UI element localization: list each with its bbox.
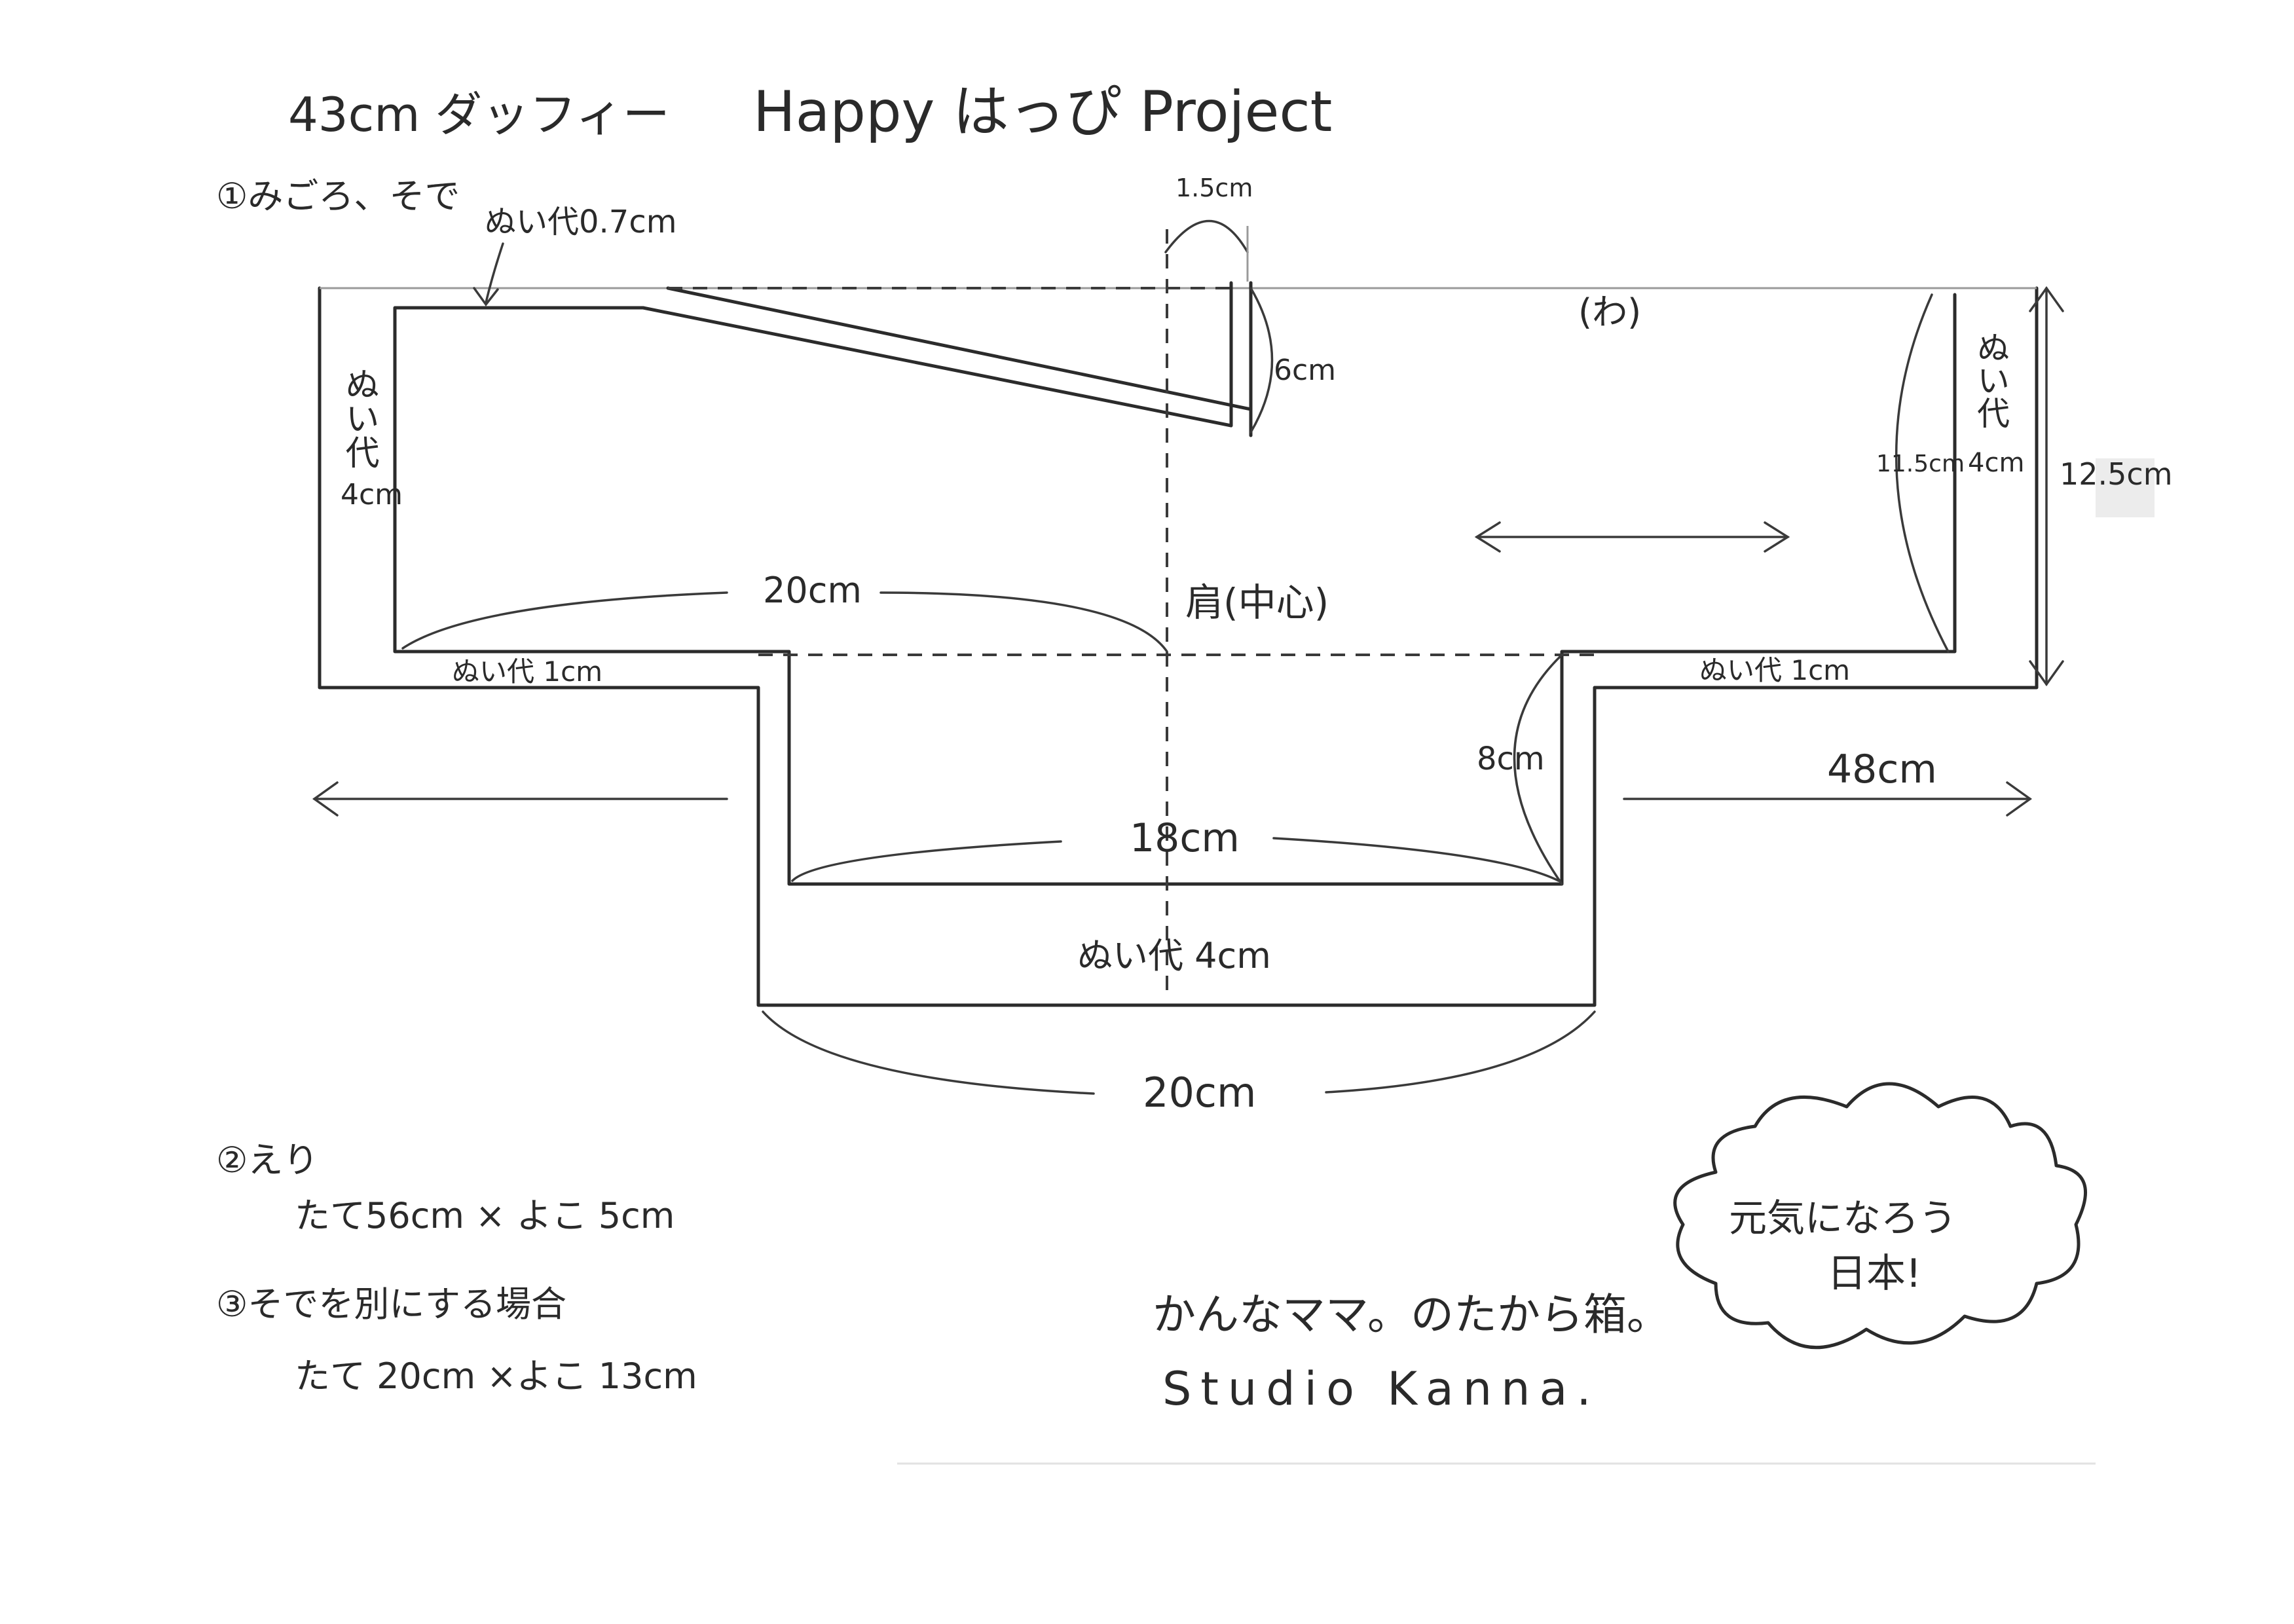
side-measure-arc <box>1513 654 1563 885</box>
total-height-arrow-head-top <box>2029 286 2064 312</box>
measure-body-inner: 18cm <box>1130 815 1240 861</box>
cloud-line2: 日本! <box>1827 1251 1921 1297</box>
sleeve-length-arc <box>401 591 728 650</box>
seam-allowance-top: ぬい代0.7cm <box>485 204 677 240</box>
title-size: 43cm ダッフィー <box>288 87 670 142</box>
cuff-height-arc <box>1895 293 1950 653</box>
measure-total-width: 48cm <box>1827 747 1937 792</box>
measure-total-height: 12.5cm <box>2060 456 2173 492</box>
seam-right-vertical: ぬい代 <box>1972 331 2010 429</box>
body-outer-arc <box>762 1010 1095 1095</box>
cloud-line1: 元気になろう <box>1729 1196 1957 1240</box>
seam-arrow-head <box>473 287 499 306</box>
seam-arrow <box>485 242 504 304</box>
pattern-outer-outline <box>318 286 2039 1007</box>
pattern-inner-outline <box>393 293 1957 886</box>
seam-right-value: 4cm <box>1968 448 2024 478</box>
seam-left-vertical: ぬい代 <box>339 367 379 469</box>
section1-heading: ①みごろ、そで <box>216 175 460 217</box>
body-outer-arc-2 <box>1325 1010 1596 1094</box>
cloud-shape <box>1673 1082 2087 1350</box>
neck-depth-arc <box>1249 287 1274 434</box>
total-height-label-bg <box>2096 458 2155 517</box>
body-inner-arc-2 <box>1272 837 1560 882</box>
seam-bottom-right: ぬい代 1cm <box>1699 654 1850 686</box>
measure-sleeve-length: 20cm <box>763 570 862 611</box>
sleeve-direction-head-right <box>1764 521 1790 553</box>
body-inner-arc <box>791 840 1062 882</box>
neck-width-arc <box>1164 219 1249 253</box>
neckline-cut-inner <box>666 281 1253 411</box>
measure-body-outer: 20cm <box>1143 1069 1256 1116</box>
signature-line2: Studio Kanna. <box>1162 1362 1600 1416</box>
fold-mark: (わ) <box>1578 291 1641 333</box>
total-width-head-left <box>312 781 339 817</box>
seam-hem: ぬい代 4cm <box>1077 935 1271 976</box>
total-height-arrow-head-bottom <box>2029 660 2064 687</box>
total-width-head-right <box>2006 781 2033 817</box>
sleeve-direction-head-left <box>1474 521 1501 553</box>
seam-bottom-left: ぬい代 1cm <box>452 655 602 688</box>
measure-neck-width: 1.5cm <box>1175 174 1253 202</box>
sleeve-length-arc-2 <box>879 591 1168 653</box>
section2-heading: ②えり <box>216 1139 318 1181</box>
title-project: Happy はっぴ Project <box>753 79 1332 145</box>
seam-left-value: 4cm <box>341 478 403 511</box>
measure-neck-depth: 6cm <box>1274 354 1336 387</box>
section3-spec: たて 20cm ×よこ 13cm <box>295 1356 697 1397</box>
section2-spec: たて56cm × よこ 5cm <box>295 1195 675 1236</box>
neckline-cut <box>641 281 1233 428</box>
shoulder-center: 肩(中心) <box>1185 580 1329 625</box>
measure-cuff-height: 11.5cm <box>1876 451 1965 477</box>
measure-side: 8cm <box>1477 741 1545 777</box>
section3-heading: ③そでを別にする場合 <box>216 1283 566 1325</box>
signature-line1: かんなママ。のたから箱。 <box>1153 1289 1670 1340</box>
